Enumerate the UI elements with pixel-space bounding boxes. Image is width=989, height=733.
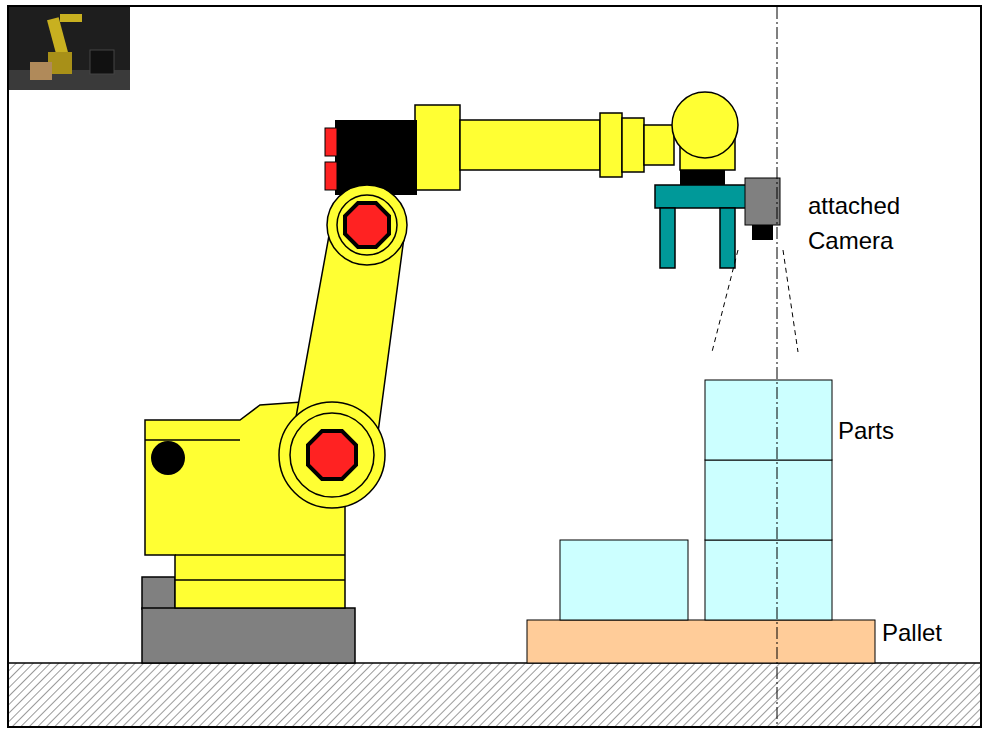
arm-tube bbox=[460, 120, 600, 170]
part-label: Pallet bbox=[882, 615, 982, 650]
joint-ring bbox=[337, 195, 397, 255]
joint-ring bbox=[279, 402, 385, 508]
joint-cap bbox=[345, 203, 389, 247]
upper-arm bbox=[415, 92, 738, 190]
arm-collar bbox=[622, 118, 644, 172]
ground-hatch bbox=[9, 663, 980, 726]
view-cone bbox=[783, 250, 798, 352]
camera bbox=[712, 178, 798, 352]
gripper-finger bbox=[720, 208, 735, 268]
motor-cap bbox=[325, 128, 337, 156]
joint-ring bbox=[327, 185, 407, 265]
camera-lens bbox=[752, 225, 773, 240]
thumbnail-photo bbox=[9, 7, 130, 90]
photo-robot-arm bbox=[60, 14, 82, 22]
photo-background bbox=[9, 7, 130, 90]
shoulder-joint bbox=[279, 402, 385, 508]
frame bbox=[8, 6, 981, 727]
camera-body bbox=[745, 178, 780, 225]
base-block bbox=[142, 577, 175, 609]
gripper-bar bbox=[655, 185, 750, 208]
arm-collar bbox=[600, 113, 622, 177]
joint-cap bbox=[308, 431, 356, 479]
turret-band bbox=[175, 554, 345, 556]
motor-block bbox=[325, 120, 417, 195]
motor bbox=[335, 120, 417, 195]
part-label: attached Camera bbox=[808, 188, 938, 258]
part-label: Parts bbox=[838, 413, 938, 448]
part-box bbox=[560, 540, 688, 620]
photo-table bbox=[90, 50, 114, 74]
elbow-joint bbox=[327, 185, 407, 265]
gripper-finger bbox=[660, 208, 675, 268]
joint-ring bbox=[290, 413, 374, 497]
arm-housing bbox=[415, 105, 460, 190]
wrist-flange bbox=[680, 170, 725, 185]
turret-line bbox=[145, 439, 240, 441]
gripper bbox=[655, 185, 750, 268]
pallet bbox=[527, 620, 875, 663]
part-box bbox=[705, 540, 832, 620]
part-box bbox=[705, 380, 832, 460]
base-plinth bbox=[142, 608, 355, 663]
photo-box bbox=[30, 62, 52, 80]
robot-base bbox=[142, 400, 355, 663]
turret-band bbox=[175, 579, 345, 581]
part-box bbox=[705, 460, 832, 540]
wrist-joint bbox=[672, 92, 738, 158]
motor-cap bbox=[325, 162, 337, 190]
arm-neck bbox=[644, 125, 674, 165]
optical-axis bbox=[777, 7, 778, 726]
view-cone bbox=[712, 250, 738, 352]
pivot-dot bbox=[151, 441, 185, 475]
